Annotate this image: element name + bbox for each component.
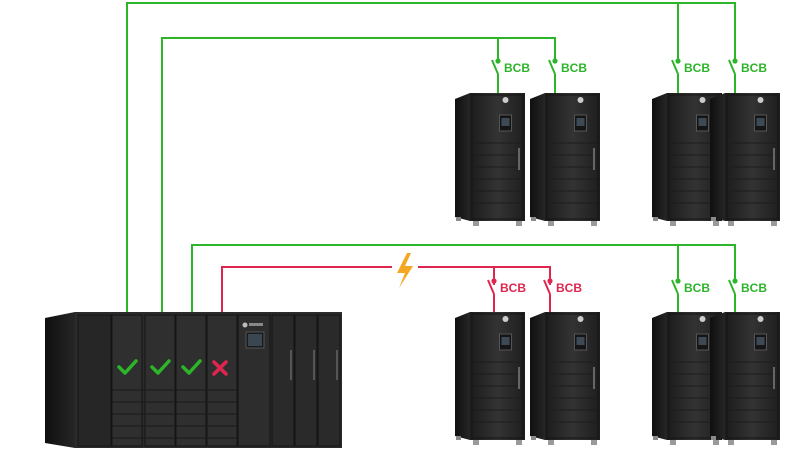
- breaker-label: BCB: [500, 281, 526, 295]
- check-icon: [181, 359, 202, 375]
- breaker-bcb: BCB: [671, 245, 710, 312]
- breaker-bcb: BCB: [543, 267, 582, 312]
- breaker-label: BCB: [741, 61, 767, 75]
- battery-cabinet: [530, 93, 600, 226]
- breaker-label: BCB: [741, 281, 767, 295]
- breaker-label: BCB: [684, 61, 710, 75]
- check-icon: [117, 359, 138, 375]
- breaker-bcb: BCB: [491, 38, 530, 93]
- check-icon: [150, 359, 171, 375]
- breaker-bcb: BCB: [487, 267, 526, 312]
- breaker-bcb: BCB: [671, 3, 710, 93]
- battery-cabinet: [455, 312, 525, 445]
- breaker-bcb: BCB: [728, 245, 767, 312]
- breaker-label: BCB: [561, 61, 587, 75]
- breaker-bcb: BCB: [728, 3, 767, 93]
- breaker-label: BCB: [504, 61, 530, 75]
- main-ups-cabinet: [45, 312, 342, 448]
- battery-cabinet: [530, 312, 600, 445]
- battery-cabinet: [710, 93, 780, 226]
- cross-icon: [212, 360, 228, 376]
- lightning-bolt-icon: [397, 253, 413, 288]
- battery-cabinet: [455, 93, 525, 226]
- battery-cabinet: [710, 312, 780, 445]
- breaker-bcb: BCB: [548, 38, 587, 93]
- breaker-label: BCB: [556, 281, 582, 295]
- feed-wire-3: [191, 244, 736, 313]
- breaker-label: BCB: [684, 281, 710, 295]
